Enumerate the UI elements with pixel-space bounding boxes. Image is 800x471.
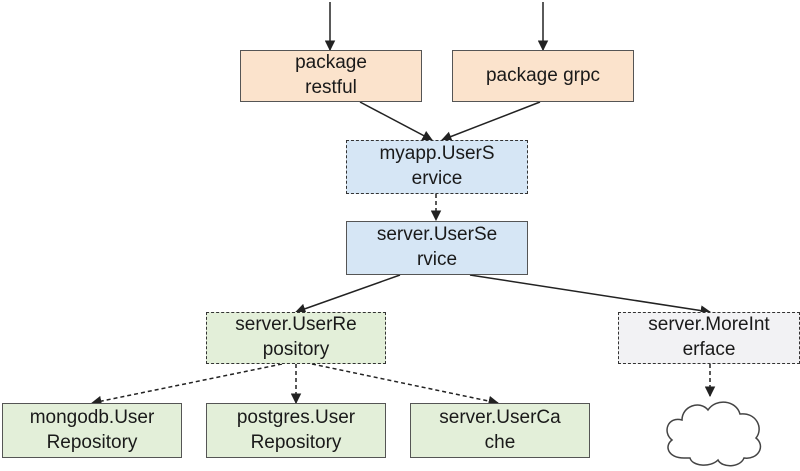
- server-userservice-label: server.UserSe rvice: [376, 224, 498, 270]
- server-moreinterface-label: server.MoreInt erface: [648, 314, 770, 360]
- package-restful-box: package restful: [240, 50, 422, 102]
- server-usercache-label: server.UserCa che: [439, 406, 561, 453]
- myapp-userservice-box: myapp.UserS ervice: [346, 140, 528, 194]
- arrow-restful-to-myapp: [359, 101, 433, 141]
- package-grpc-label: package grpc: [485, 64, 601, 86]
- server-userrepository-label: server.UserRe pository: [235, 314, 357, 360]
- myapp-userservice-label: myapp.UserS ervice: [379, 143, 495, 189]
- postgres-userrepository-label: postgres.User Repository: [236, 406, 356, 453]
- arrow-service-to-moreinterface: [469, 274, 712, 316]
- arrow-repository-to-cache: [311, 363, 500, 407]
- server-userservice-box: server.UserSe rvice: [346, 221, 528, 275]
- server-userrepository-box: server.UserRe pository: [206, 312, 386, 364]
- server-usercache-box: server.UserCa che: [410, 403, 590, 458]
- arrow-repository-to-mongodb: [90, 363, 283, 407]
- mongodb-userrepository-label: mongodb.User Repository: [29, 406, 155, 453]
- server-moreinterface-box: server.MoreInt erface: [618, 312, 800, 364]
- package-grpc-box: package grpc: [452, 50, 634, 102]
- arrow-service-to-repository: [295, 274, 401, 314]
- package-restful-label: package restful: [295, 52, 367, 98]
- cloud-icon: [666, 401, 762, 467]
- postgres-userrepository-box: postgres.User Repository: [206, 403, 386, 458]
- mongodb-userrepository-box: mongodb.User Repository: [2, 403, 182, 458]
- arrow-grpc-to-myapp: [441, 101, 541, 142]
